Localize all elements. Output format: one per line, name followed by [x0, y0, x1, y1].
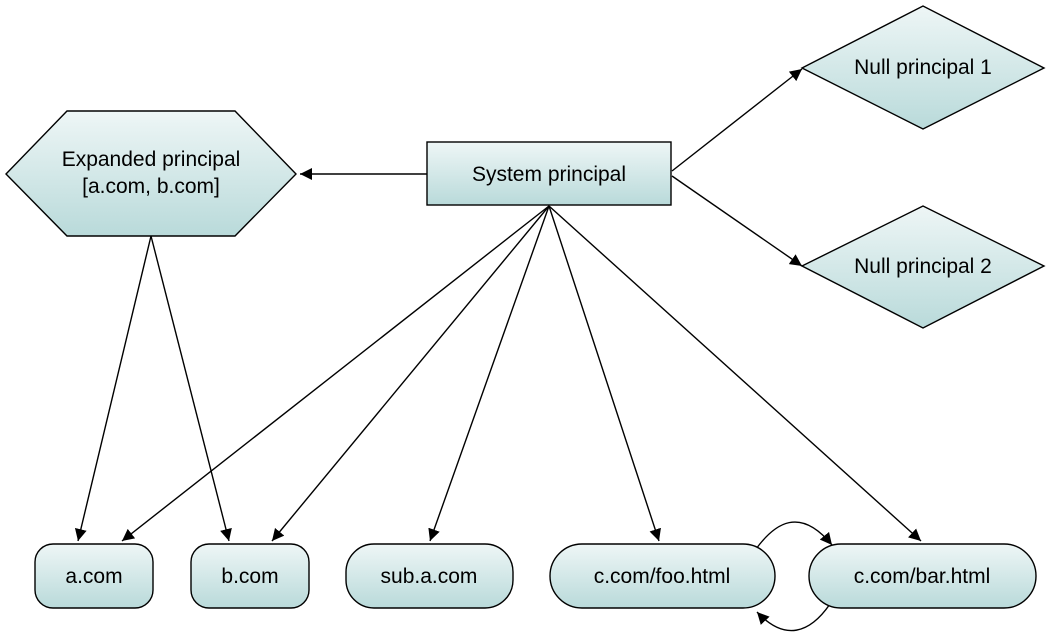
system-principal-label: System principal: [472, 163, 626, 186]
node-a-com[interactable]: a.com: [34, 543, 154, 609]
edge-system-to-acom: [121, 205, 550, 542]
node-c-com-bar[interactable]: c.com/bar.html: [808, 543, 1037, 609]
a-com-box: [34, 543, 154, 609]
expanded-principal-label-line2: [a.com, b.com]: [82, 175, 220, 198]
c-com-bar-label: c.com/bar.html: [854, 565, 991, 588]
b-com-label: b.com: [221, 565, 278, 588]
c-com-foo-box: [549, 543, 776, 609]
null-principal-1-label: Null principal 1: [854, 56, 992, 79]
c-com-bar-box: [808, 543, 1037, 609]
null-principal-2-diamond: [800, 205, 1046, 329]
edge-system-to-bcom: [271, 205, 550, 542]
node-b-com[interactable]: b.com: [190, 543, 310, 609]
edge-system-to-foo: [548, 205, 661, 542]
edges: [74, 68, 922, 632]
node-c-com-foo[interactable]: c.com/foo.html: [549, 543, 776, 609]
edge-system-to-null1: [671, 68, 803, 172]
edge-system-to-bar: [548, 205, 922, 542]
node-sub-a-com[interactable]: sub.a.com: [345, 543, 514, 609]
system-principal-box: [426, 141, 672, 206]
node-system-principal[interactable]: System principal: [426, 141, 672, 206]
sub-a-com-box: [345, 543, 514, 609]
a-com-label: a.com: [65, 565, 122, 588]
null-principal-1-diamond: [800, 5, 1046, 130]
node-expanded-principal[interactable]: Expanded principal [a.com, b.com]: [5, 110, 297, 237]
edge-expanded-to-acom: [74, 235, 152, 542]
edge-system-to-subacom: [428, 205, 550, 542]
expanded-principal-hexagon: [5, 110, 297, 237]
edge-system-to-null2: [671, 175, 803, 267]
edge-bar-to-foo: [756, 603, 831, 632]
node-null-principal-2[interactable]: Null principal 2: [800, 205, 1046, 329]
sub-a-com-label: sub.a.com: [381, 565, 478, 588]
node-null-principal-1[interactable]: Null principal 1: [800, 5, 1046, 130]
c-com-foo-label: c.com/foo.html: [594, 565, 731, 588]
null-principal-2-label: Null principal 2: [854, 255, 992, 278]
b-com-box: [190, 543, 310, 609]
edge-expanded-to-bcom: [150, 235, 232, 542]
edge-foo-to-bar: [755, 521, 833, 550]
expanded-principal-label-line1: Expanded principal: [62, 148, 241, 171]
